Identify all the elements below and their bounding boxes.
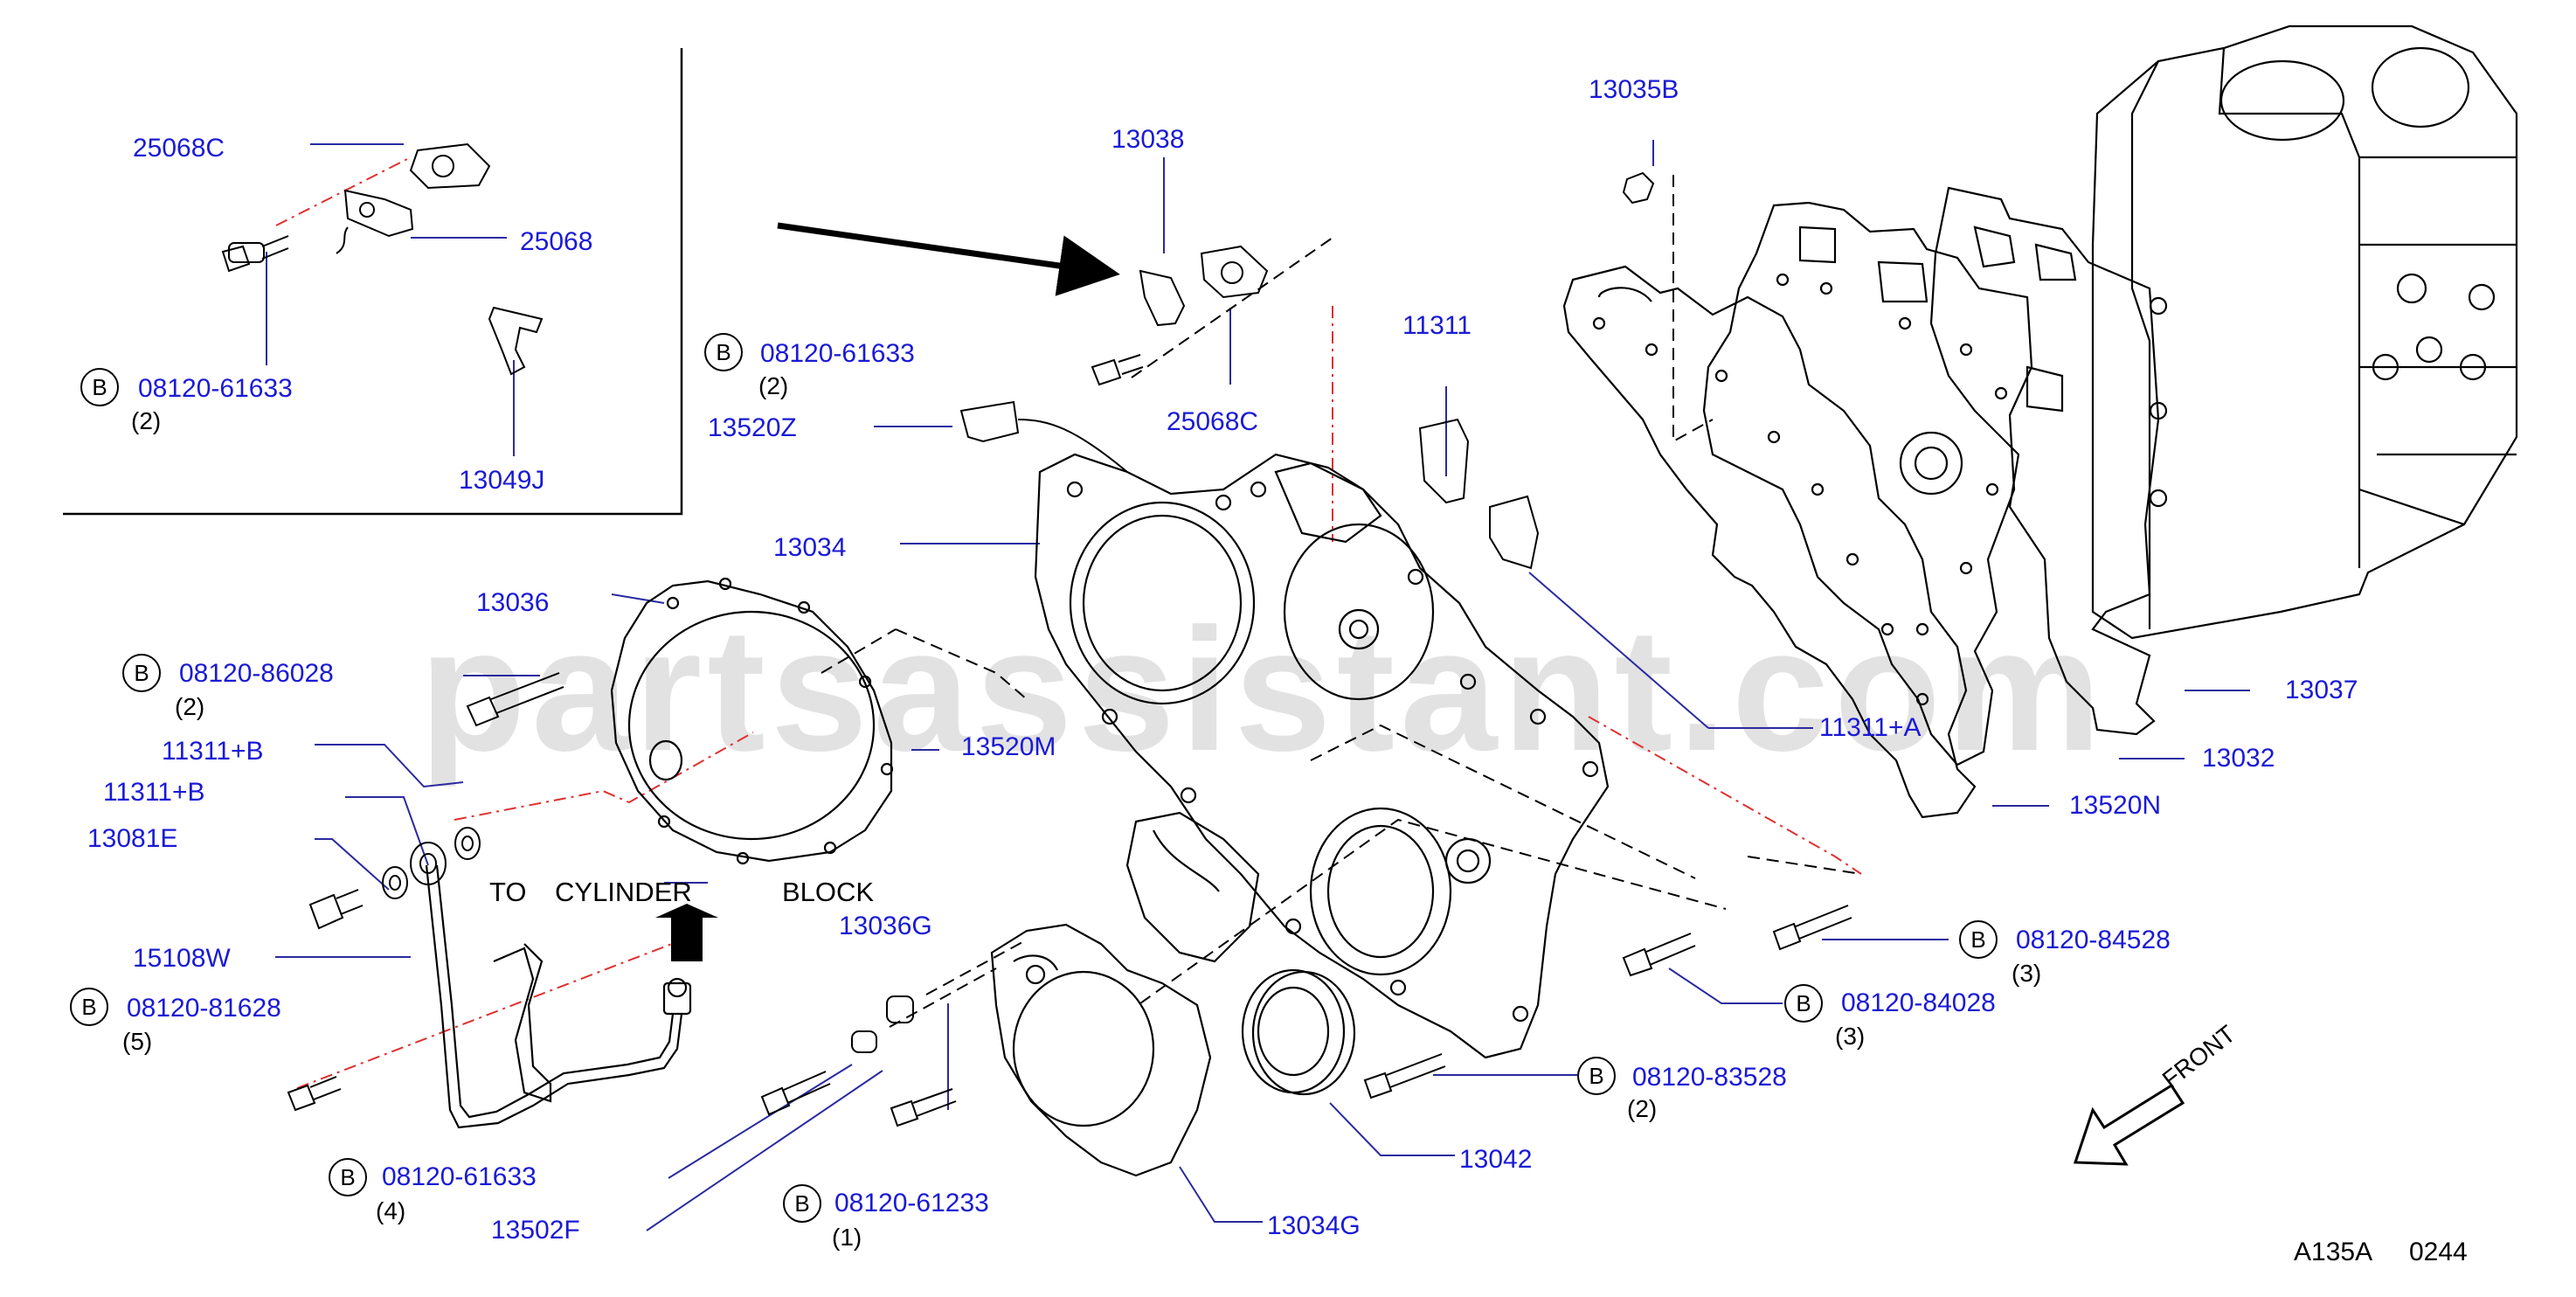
label-11311b-2: 11311+B: [103, 778, 205, 807]
qty-bolt-g: (3): [1835, 1023, 1866, 1050]
qty-bolt-b: (2): [175, 693, 205, 720]
label-bolt-d: 08120-61633: [382, 1162, 537, 1191]
washer-icon-1: [382, 866, 408, 899]
label-25068c-inset: 25068C: [133, 134, 225, 163]
label-bolt-g: 08120-84028: [1841, 988, 1996, 1017]
qty-bolt-d: (4): [376, 1197, 406, 1224]
label-13520m: 13520M: [961, 732, 1056, 761]
oil-seal-13042: [1241, 968, 1356, 1096]
label-bolt-b: 08120-86028: [179, 659, 334, 688]
bolt-icon-e: [890, 1088, 957, 1127]
label-25068c: 25068C: [1167, 407, 1259, 436]
up-arrow-icon: [671, 918, 703, 961]
lower-cover-13034g: [990, 923, 1212, 1177]
front-arrow-icon: [2073, 1083, 2185, 1166]
bolt-marker-a: B: [704, 333, 743, 371]
label-bolt-a: 08120-61633: [760, 339, 915, 368]
gasket-13520n: [1562, 265, 1977, 819]
label-bolt-e: 08120-61233: [834, 1189, 989, 1217]
label-13502f: 13502F: [491, 1216, 580, 1245]
label-13042: 13042: [1459, 1145, 1533, 1174]
red-dashed-lines: [275, 156, 1862, 1089]
watermark: partsassistant.com: [419, 593, 2107, 787]
inner-cover: [1125, 811, 1260, 963]
cylinder-block: [2091, 24, 2518, 640]
bolt-marker-inset: B: [80, 368, 119, 406]
label-bolt-f: 08120-83528: [1632, 1063, 1787, 1092]
label-13520n: 13520N: [2069, 791, 2162, 820]
bolt-icon-b: [466, 672, 564, 727]
diagram-number: 0244: [2409, 1238, 2468, 1266]
label-11311b-1: 11311+B: [162, 737, 264, 766]
to-cylinder-block-text-2: CYLINDER: [555, 877, 692, 907]
bolt-icon-13081e: [308, 889, 364, 930]
leader-lines: [266, 140, 2250, 1231]
label-13034g: 13034G: [1267, 1211, 1361, 1240]
bolt-marker-h: B: [1959, 920, 1998, 959]
qty-bolt-h: (3): [2012, 960, 2042, 987]
gasket-11311: [1418, 418, 1470, 504]
dowel-icon-13036g: [851, 995, 914, 1053]
bolt-marker-d: B: [329, 1158, 367, 1196]
bolt-marker-b: B: [122, 654, 161, 692]
label-13032: 13032: [2202, 744, 2275, 773]
bolt-icon-h: [1772, 905, 1852, 951]
inset-pointer-arrow: [777, 222, 1120, 296]
pump-13520m: [610, 577, 894, 865]
tube-15108w: [425, 864, 692, 1129]
bracket-icon-13038: [1139, 269, 1186, 327]
label-bolt-h: 08120-84528: [2016, 926, 2171, 954]
nut-icon-13035b: [1622, 171, 1655, 205]
label-15108w: 15108W: [133, 944, 231, 973]
label-13081e: 13081E: [87, 824, 178, 853]
to-cylinder-block-text-1: TO: [489, 877, 527, 907]
bolt-marker-e: B: [783, 1184, 821, 1223]
inset-parts: [228, 142, 544, 376]
gasket-13037: [1929, 186, 2160, 736]
label-13037: 13037: [2285, 676, 2358, 704]
gasket-icon-25068c: [1200, 245, 1269, 299]
qty-bolt-inset: (2): [131, 407, 162, 434]
label-13034: 13034: [773, 533, 847, 562]
fitting-icon: [410, 842, 447, 885]
sensor-icon-13520z: [959, 400, 1128, 473]
bolt-icon-f: [1363, 1053, 1446, 1099]
qty-bolt-c: (5): [122, 1028, 153, 1055]
qty-bolt-f: (2): [1627, 1095, 1658, 1122]
qty-bolt-e: (1): [832, 1224, 862, 1251]
gasket-11311a: [1489, 495, 1540, 570]
bolt-icon-g: [1622, 933, 1696, 977]
bolt-icon-c: [287, 1076, 342, 1112]
qty-bolt-a: (2): [758, 372, 789, 399]
bolt-marker-c: B: [70, 988, 108, 1026]
label-13036: 13036: [476, 588, 550, 617]
diagram-code: A135A: [2294, 1238, 2373, 1266]
bolt-marker-f: B: [1577, 1057, 1616, 1095]
plate-13032: [1702, 201, 2064, 766]
label-11311: 11311: [1402, 311, 1472, 340]
label-25068: 25068: [520, 227, 593, 256]
inset-frame: [63, 48, 683, 516]
label-bolt-c: 08120-81628: [127, 994, 281, 1023]
timing-cover-13034: [1034, 453, 1610, 1059]
label-13036g: 13036G: [839, 912, 932, 940]
bolt-marker-g: B: [1784, 984, 1823, 1023]
label-11311a: 11311+A: [1819, 713, 1922, 742]
bolt-icon-a: [1091, 354, 1144, 386]
bolt-icon-inset: [221, 245, 251, 273]
to-cylinder-block-text-3: BLOCK: [782, 877, 875, 907]
label-13035b: 13035B: [1589, 75, 1679, 104]
label-13038: 13038: [1111, 125, 1185, 154]
label-13520z: 13520Z: [708, 413, 797, 442]
washer-icon-2: [454, 827, 481, 860]
bolt-icon-d: [760, 1071, 831, 1116]
black-dashed-lines: [821, 175, 1862, 1028]
bolts: [221, 171, 1852, 1127]
label-bolt-inset: 08120-61633: [138, 374, 293, 403]
label-13049j: 13049J: [459, 466, 545, 495]
